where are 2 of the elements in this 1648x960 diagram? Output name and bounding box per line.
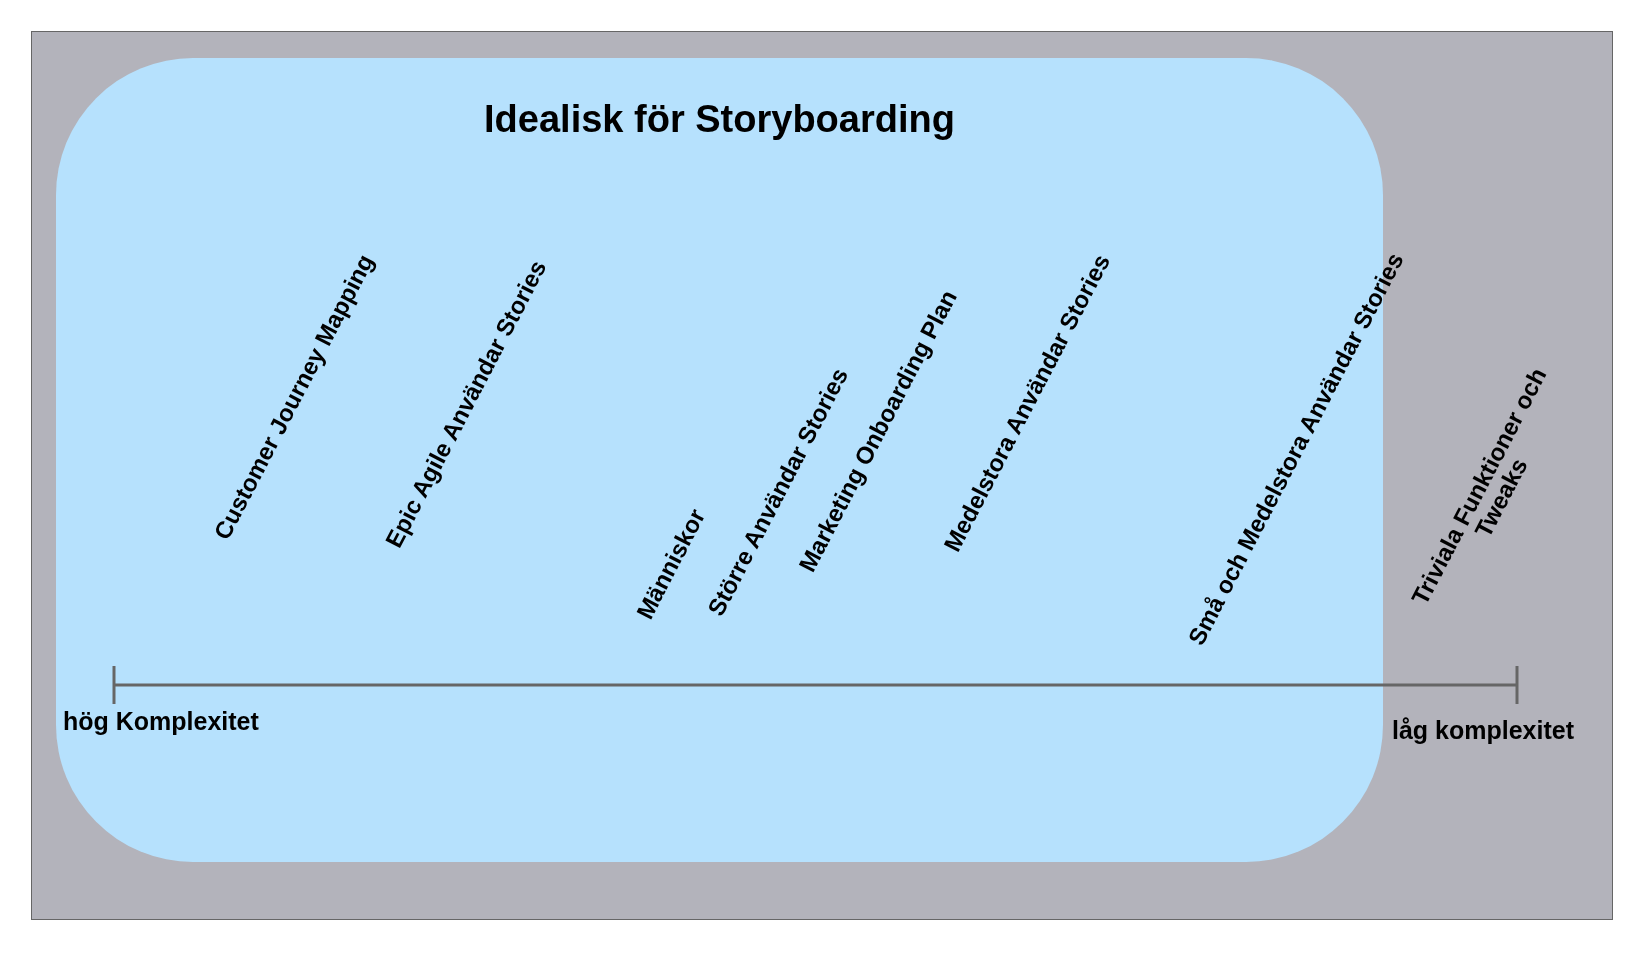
scale-end-label: hög Komplexitet	[63, 707, 259, 736]
region-title: Idealisk för Storyboarding	[483, 98, 956, 141]
